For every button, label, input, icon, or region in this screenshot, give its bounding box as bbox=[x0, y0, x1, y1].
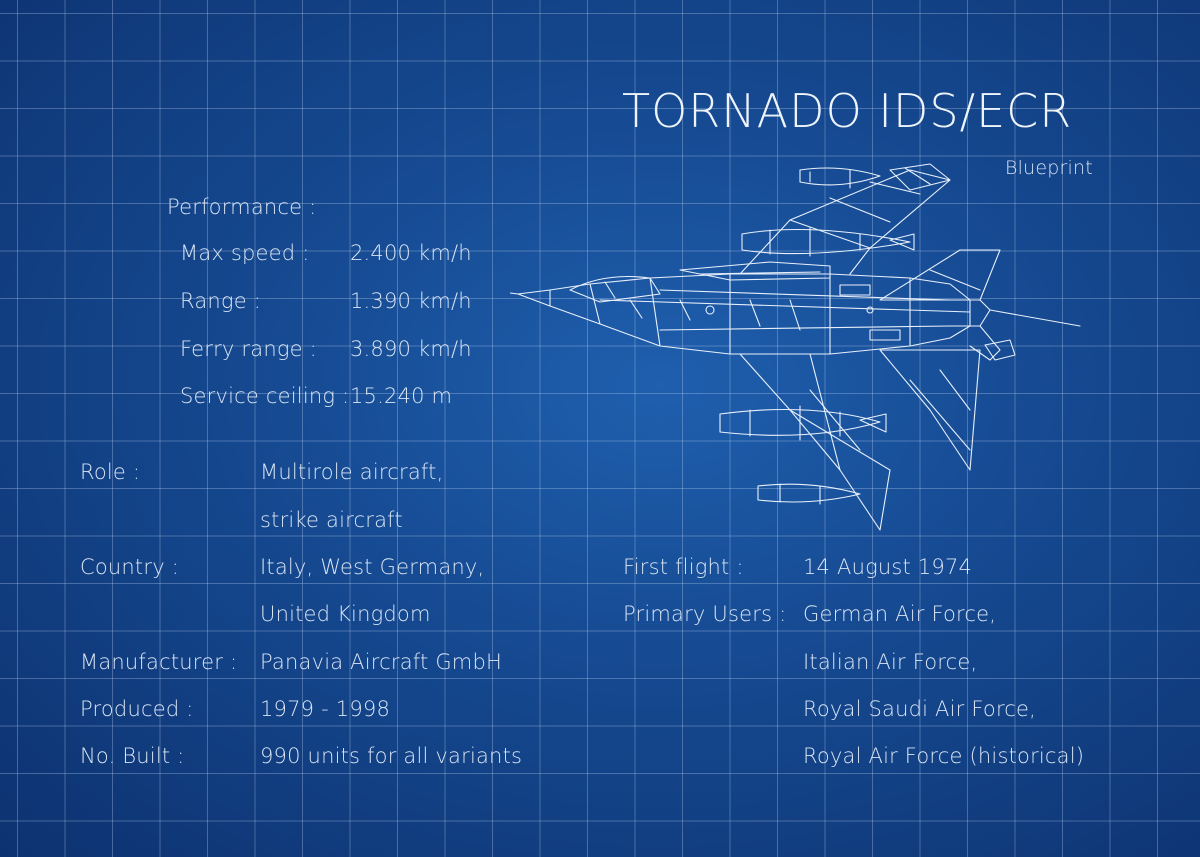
page-title: TORNADO IDS/ECR bbox=[622, 84, 1073, 138]
produced-value: 1979 - 1998 bbox=[260, 697, 391, 721]
primary-user-2: Italian Air Force, bbox=[803, 650, 978, 674]
first-flight-label: First flight : bbox=[623, 555, 744, 579]
primary-user-4: Royal Air Force (historical) bbox=[803, 744, 1085, 768]
range-value: 1.390 km/h bbox=[350, 289, 472, 313]
max-speed-label: Max speed : bbox=[180, 241, 310, 265]
max-speed-value: 2.400 km/h bbox=[350, 241, 472, 265]
country-value-line-2: United Kingdom bbox=[260, 602, 431, 626]
first-flight-value: 14 August 1974 bbox=[803, 555, 973, 579]
primary-user-1: German Air Force, bbox=[803, 602, 997, 626]
ferry-range-label: Ferry range : bbox=[180, 337, 317, 361]
manufacturer-label: Manufacturer : bbox=[80, 650, 238, 674]
role-label: Role : bbox=[80, 460, 141, 484]
range-label: Range : bbox=[180, 289, 261, 313]
country-value-line-1: Italy, West Germany, bbox=[260, 555, 485, 579]
aircraft-drawing bbox=[509, 150, 1090, 545]
built-label: No. Built : bbox=[80, 744, 185, 768]
service-ceiling-value: 15.240 m bbox=[350, 384, 453, 408]
manufacturer-value: Panavia Aircraft GmbH bbox=[260, 650, 502, 674]
produced-label: Produced : bbox=[80, 697, 194, 721]
performance-heading: Performance : bbox=[167, 195, 317, 219]
primary-user-3: Royal Saudi Air Force, bbox=[803, 697, 1037, 721]
tornado-jet-icon bbox=[509, 163, 1081, 531]
role-value-line-2: strike aircraft bbox=[260, 508, 403, 532]
service-ceiling-label: Service ceiling : bbox=[180, 384, 350, 408]
primary-users-label: Primary Users : bbox=[623, 602, 787, 626]
page-subtitle: Blueprint bbox=[1005, 157, 1093, 179]
country-label: Country : bbox=[80, 555, 179, 579]
role-value-line-1: Multirole aircraft, bbox=[260, 460, 444, 484]
ferry-range-value: 3.890 km/h bbox=[350, 337, 472, 361]
built-value: 990 units for all variants bbox=[260, 744, 523, 768]
